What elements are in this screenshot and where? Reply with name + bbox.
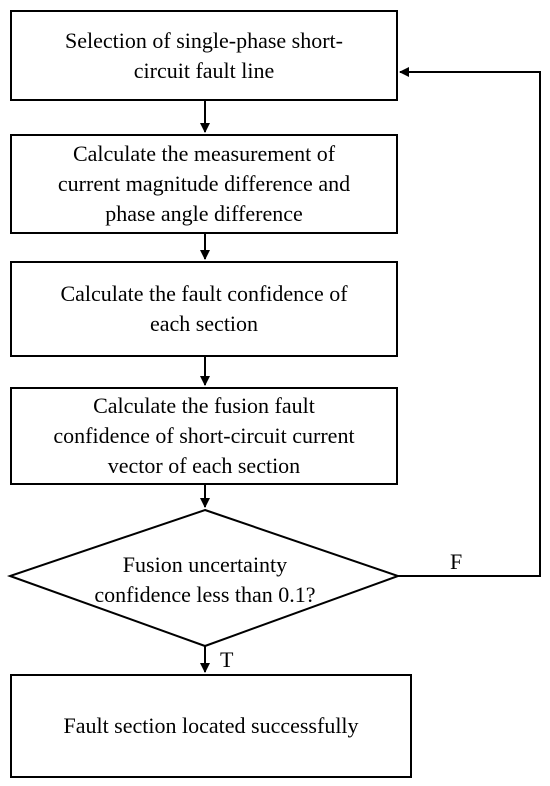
step-select-fault-line-text: Selection of single-phase short- circuit… [65,27,343,83]
true-branch-label: T [220,647,234,672]
step-calc-fault-confidence-text: Calculate the fault confidence of each s… [60,281,348,336]
decision-text-wrap: Fusion uncertainty confidence less than … [60,540,350,620]
end-fault-located-text: Fault section located successfully [63,713,359,738]
decision-diamond [6,508,402,648]
step-calc-measurement-text: Calculate the measurement of current mag… [57,141,351,226]
decision-text: Fusion uncertainty confidence less than … [94,552,316,607]
step-calc-fusion-confidence: Calculate the fusion fault confidence of… [10,387,398,485]
false-branch-label: F [450,549,463,574]
end-fault-located: Fault section located successfully [10,674,412,778]
step-select-fault-line: Selection of single-phase short- circuit… [10,10,398,101]
step-calc-fault-confidence: Calculate the fault confidence of each s… [10,261,398,357]
step-calc-fusion-confidence-text: Calculate the fusion fault confidence of… [53,393,355,478]
false-loop-arrow [398,67,541,577]
step-calc-measurement: Calculate the measurement of current mag… [10,134,398,234]
